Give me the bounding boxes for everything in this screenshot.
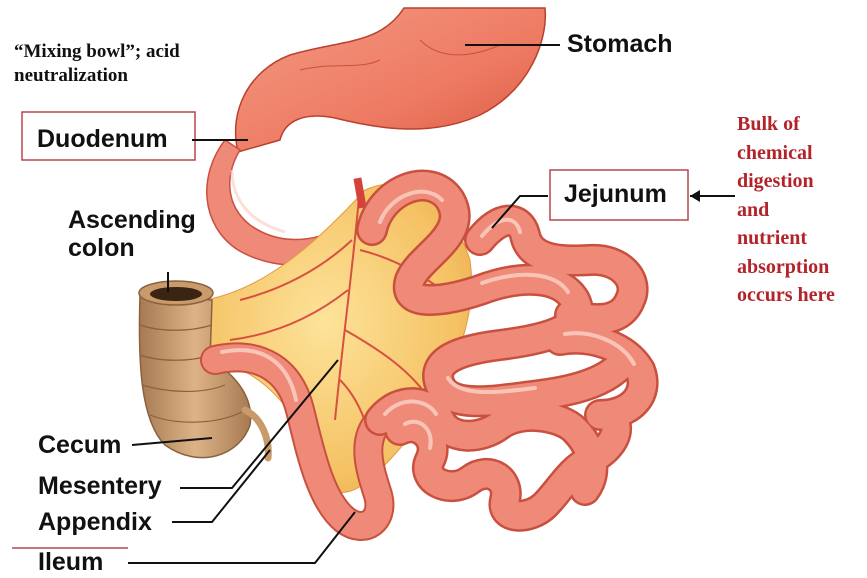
jejunum-function-note: Bulk of chemical digestion and nutrient … (737, 110, 835, 310)
stomach-label: Stomach (567, 30, 673, 58)
ileum-label: Ileum (38, 548, 103, 576)
ileum-leader (128, 512, 355, 563)
jejunum-arrowhead (690, 190, 700, 202)
cecum-label: Cecum (38, 431, 121, 459)
jejunum-label: Jejunum (564, 180, 667, 208)
stomach-organ (236, 8, 546, 152)
mesentery-label: Mesentery (38, 472, 162, 500)
duodenum-function-note: “Mixing bowl”; acid neutralization (14, 40, 180, 88)
appendix-label: Appendix (38, 508, 152, 536)
ascending-colon-label: Ascending colon (68, 206, 196, 262)
duodenum-label: Duodenum (37, 125, 168, 153)
